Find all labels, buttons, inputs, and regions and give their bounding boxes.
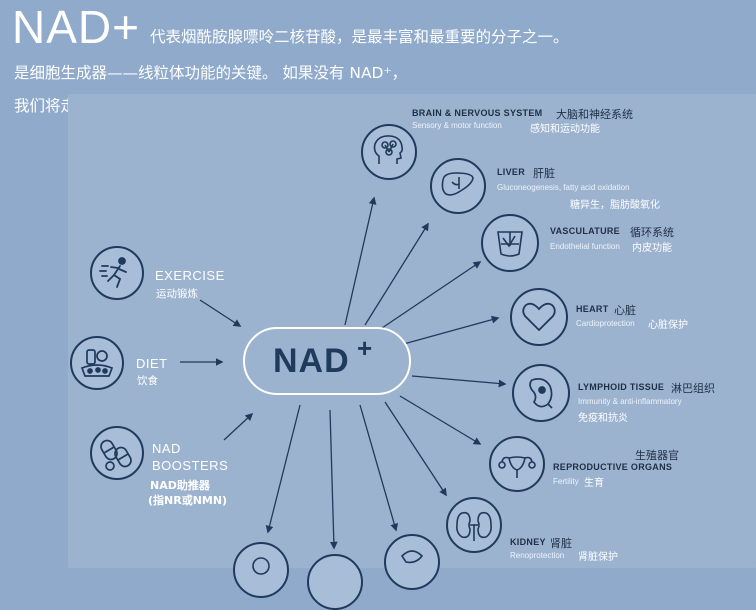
heart-label-zh: 心脏 (614, 304, 636, 317)
brain-label-zh: 大脑和神经系统 (556, 108, 633, 121)
nad-hub: NAD + (243, 327, 411, 395)
vessels-icon (481, 214, 539, 272)
lymphoid-label: LYMPHOID TISSUE (578, 382, 665, 392)
food-icon (70, 336, 124, 390)
vasculature-label: VASCULATURE (550, 226, 620, 236)
boosters-label-2: BOOSTERS (152, 458, 229, 473)
hub-label: NAD (273, 342, 350, 380)
organ-icon-bottom-2 (307, 554, 363, 610)
diet-label-zh: 饮食 (137, 375, 158, 387)
arrow-reproductive (399, 395, 482, 445)
kidney-sub: Renoprotection (510, 551, 565, 560)
diet-label: DIET (136, 356, 168, 371)
reproductive-label: REPRODUCTIVE ORGANS (553, 462, 673, 472)
kidney-label: KIDNEY (510, 537, 546, 547)
heart-sub: Cardioprotection (576, 319, 635, 328)
arrow-lymphoid (411, 375, 507, 388)
liver-label: LIVER (497, 167, 526, 177)
brain-sub-zh: 感知和运动功能 (530, 124, 600, 135)
uterus-icon (489, 436, 545, 492)
boosters-label-zh-2: (指NR或NMN) (148, 494, 228, 507)
intro-line-1: 代表烟酰胺腺嘌呤二核苷酸，是最丰富和最重要的分子之一。 (150, 28, 569, 46)
organ-icon-bottom-3 (384, 534, 440, 590)
boosters-label-1: NAD (152, 441, 181, 456)
arrow-bottom-2 (329, 409, 338, 550)
hub-plus: + (357, 333, 373, 363)
organ-icon-bottom-1 (233, 542, 289, 598)
pills-icon (90, 426, 144, 480)
kidney-label-zh: 肾脏 (550, 537, 572, 550)
vasculature-label-zh: 循环系统 (630, 226, 674, 239)
vasculature-sub: Endothelial function (550, 242, 620, 251)
arrow-exercise (199, 299, 242, 327)
lymphoid-sub: Immunity & anti-inflammatory (578, 397, 682, 406)
kidney-sub-zh: 肾脏保护 (578, 552, 618, 563)
runner-icon (90, 246, 144, 300)
boosters-label-zh-1: NAD助推器 (150, 479, 210, 492)
lymph-node-icon (512, 364, 570, 422)
lymphoid-label-zh: 淋巴组织 (671, 382, 715, 395)
arrow-bottom-1 (265, 404, 301, 534)
liver-icon (430, 158, 486, 214)
intro-line-2: 是细胞生成器——线粒体功能的关键。 如果没有 NAD⁺， (14, 64, 408, 82)
reproductive-sub: Fertility (553, 477, 579, 486)
brain-icon (361, 124, 417, 180)
arrow-bottom-3 (359, 404, 399, 532)
arrow-liver (364, 222, 429, 326)
diagram-panel (68, 94, 756, 568)
arrows-layer (180, 196, 507, 550)
reproductive-label-zh: 生殖器官 (635, 449, 679, 462)
brain-label: BRAIN & NERVOUS SYSTEM (412, 108, 543, 118)
heart-sub-zh: 心脏保护 (648, 320, 688, 331)
title-nad-plus: NAD+ (12, 1, 140, 53)
arrow-kidney (384, 401, 447, 497)
kidney-icon (446, 497, 502, 553)
lymphoid-sub-zh: 免疫和抗炎 (578, 413, 628, 424)
liver-label-zh: 肝脏 (533, 167, 555, 180)
heart-label: HEART (576, 304, 609, 314)
exercise-label: EXERCISE (155, 268, 225, 283)
arrow-heart (399, 315, 500, 346)
reproductive-sub-zh: 生育 (584, 478, 604, 489)
exercise-label-zh: 运动锻炼 (156, 288, 198, 300)
arrow-vasculature (381, 261, 482, 329)
arrow-brain (344, 196, 377, 326)
liver-sub: Gluconeogenesis, fatty acid oxidation (497, 183, 630, 192)
arrow-boosters (223, 412, 254, 441)
heart-icon (510, 288, 568, 346)
brain-sub: Sensory & motor function (412, 121, 502, 130)
liver-sub-zh: 糖异生，脂肪酸氧化 (570, 200, 660, 211)
vasculature-sub-zh: 内皮功能 (632, 243, 672, 254)
